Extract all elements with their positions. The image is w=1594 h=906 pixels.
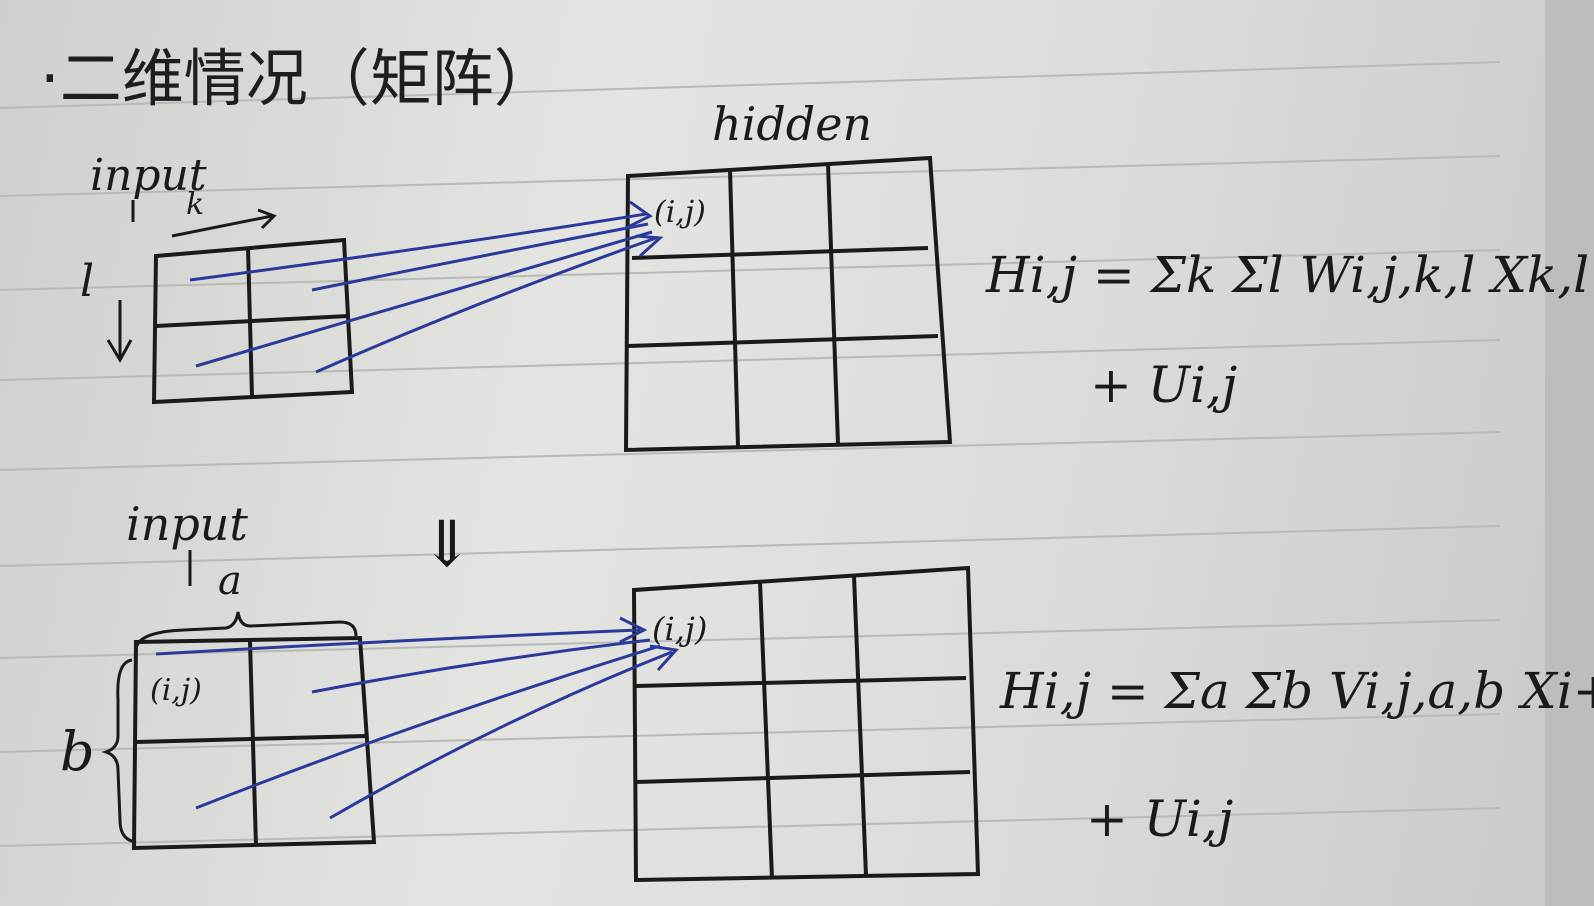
ruled-lines [0,61,1501,847]
top-input-label: input [90,150,207,201]
axis-l-label: l [80,256,94,307]
top-hidden-grid [623,155,953,453]
top-formula: Hi,j = Σk Σl Wi,j,k,l Xk,l [985,246,1589,304]
bottom-formula: Hi,j = Σa Σb Vi,j,a,b Xi+a,j+b [999,662,1594,720]
top-connection-arrows [189,200,664,374]
hidden-label: hidden [712,97,872,151]
axis-a-brace [134,611,358,653]
top-input-grid [151,237,355,405]
axis-b-label: b [60,720,95,783]
top-hidden-cell-label: (i,j) [654,195,706,230]
bottom-formula-bias: + Ui,j [1086,790,1233,848]
axis-l-arrow [106,300,133,364]
axis-k-label: k [186,187,204,222]
top-formula-bias: + Ui,j [1090,356,1237,414]
axis-k-arrow [171,208,277,238]
transition-arrow: ⇓ [420,508,474,582]
bottom-input-label: input [126,497,248,551]
bottom-hidden-cell-label: (i,j) [652,610,707,648]
bottom-input-grid [131,635,377,851]
axis-b-brace [101,658,137,844]
bottom-input-cell-label: (i,j) [150,673,202,708]
bottom-connection-arrows [155,616,679,820]
page-title: ·二维情况（矩阵） [40,42,556,115]
bottom-hidden-grid [631,565,981,883]
page-edge [1545,0,1594,906]
axis-a-label: a [218,558,242,604]
